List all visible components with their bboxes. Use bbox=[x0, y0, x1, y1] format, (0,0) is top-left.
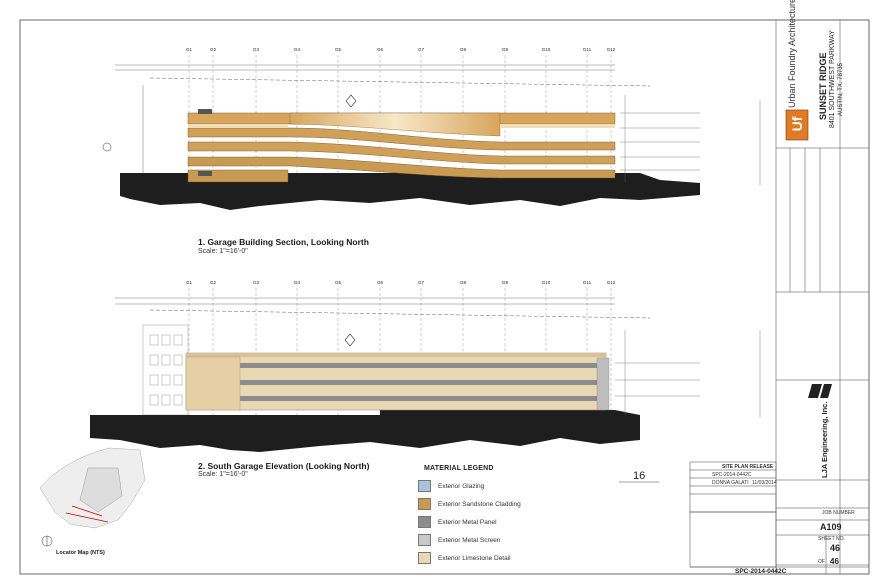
firm-name: Urban Foundry Architecture bbox=[787, 0, 797, 108]
sheet-total: 46 bbox=[830, 557, 839, 566]
engineer-name: LJA Engineering, Inc. bbox=[820, 401, 829, 478]
site-plan-release-heading: SITE PLAN RELEASE bbox=[722, 464, 774, 470]
ground-elevation bbox=[90, 410, 640, 452]
job-number-label: JOB NUMBER bbox=[822, 510, 855, 516]
sheet-id: A109 bbox=[820, 522, 842, 532]
elevation-scale: Scale: 1"=16'-0" bbox=[198, 471, 248, 478]
locator-map bbox=[39, 447, 146, 547]
grid-label: G8 bbox=[459, 47, 466, 52]
grid-label: G5 bbox=[334, 47, 341, 52]
grid-label: G2 bbox=[209, 280, 216, 285]
case-manager: DONNA GALATI bbox=[712, 480, 749, 486]
grid-label: G9 bbox=[501, 280, 508, 285]
bottom-file-number: SPC-2014-0442C bbox=[735, 568, 787, 575]
grid-label: G5 bbox=[334, 280, 341, 285]
grid-label: G4 bbox=[293, 280, 300, 285]
legend-item: Exterior Glazing bbox=[418, 477, 588, 495]
legend-label: Exterior Metal Panel bbox=[438, 518, 497, 526]
grid-label: G11 bbox=[582, 47, 592, 52]
sheet-number: 46 bbox=[830, 543, 841, 553]
project-address: 8401 SOUTHWEST PARKWAY bbox=[829, 30, 836, 128]
grid-label: G6 bbox=[376, 280, 383, 285]
legend-label: Exterior Sandstone Cladding bbox=[438, 500, 521, 508]
grid-label: G6 bbox=[376, 47, 383, 52]
sheet-number-label: SHEET NO. bbox=[818, 536, 845, 542]
garage-elevation-drawing bbox=[90, 288, 761, 452]
legend-title: MATERIAL LEGEND bbox=[424, 465, 494, 472]
title-block-lines bbox=[619, 20, 869, 574]
legend-swatch bbox=[418, 534, 431, 546]
grid-label: G2 bbox=[209, 47, 216, 52]
legend-item: Exterior Sandstone Cladding bbox=[418, 495, 588, 513]
garage-section-drawing bbox=[102, 55, 761, 210]
legend-label: Exterior Glazing bbox=[438, 482, 485, 490]
grid-label: G10 bbox=[541, 280, 551, 285]
grid-label: G3 bbox=[252, 47, 259, 52]
project-city: AUSTIN, TX. 78735 bbox=[838, 63, 844, 116]
grid-label: G9 bbox=[501, 47, 508, 52]
grid-label: G11 bbox=[582, 280, 592, 285]
grid-label: G12 bbox=[606, 280, 616, 285]
section-title: 1. Garage Building Section, Looking Nort… bbox=[198, 237, 369, 247]
project-name: SUNSET RIDGE bbox=[818, 52, 828, 120]
grid-label: G3 bbox=[252, 280, 259, 285]
section-scale: Scale: 1"=16'-0" bbox=[198, 248, 248, 255]
legend-swatch bbox=[418, 552, 431, 564]
sheet-mark: 16 bbox=[633, 470, 646, 482]
grid-label: G8 bbox=[459, 280, 466, 285]
firm-logo: Uf bbox=[789, 116, 805, 132]
grid-label: G7 bbox=[417, 280, 424, 285]
file-number: SPC-2014-0442C bbox=[712, 472, 752, 478]
of-label: OF bbox=[818, 559, 825, 565]
sheet-border bbox=[19, 19, 870, 575]
grid-label: G10 bbox=[541, 47, 551, 52]
legend-swatch bbox=[418, 516, 431, 528]
legend-item: Exterior Metal Panel bbox=[418, 513, 588, 531]
legend-label: Exterior Limestone Detail bbox=[438, 554, 511, 562]
grid-label: G7 bbox=[417, 47, 424, 52]
legend-swatch bbox=[418, 480, 431, 492]
grid-label: G4 bbox=[293, 47, 300, 52]
legend-swatch bbox=[418, 498, 431, 510]
elevation-title: 2. South Garage Elevation (Looking North… bbox=[198, 461, 370, 471]
application-date: 11/03/2014 bbox=[752, 480, 777, 486]
legend-item: Exterior Limestone Detail bbox=[418, 549, 588, 567]
locator-map-label: Locator Map (NTS) bbox=[56, 550, 105, 556]
legend-item: Exterior Metal Screen bbox=[418, 531, 588, 549]
grid-label: G12 bbox=[606, 47, 616, 52]
ground-section bbox=[120, 173, 700, 210]
legend-label: Exterior Metal Screen bbox=[438, 536, 501, 544]
grid-label: G1 bbox=[185, 280, 192, 285]
grid-label: G1 bbox=[185, 47, 192, 52]
